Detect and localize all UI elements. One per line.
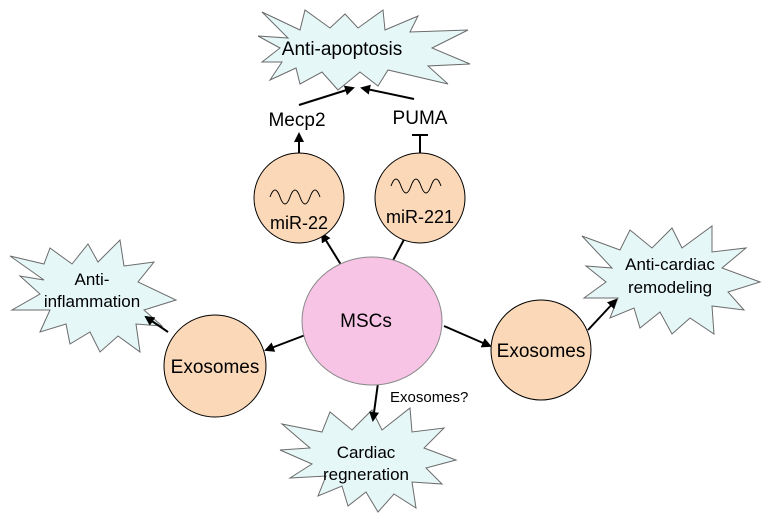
exosomes-right-node: [490, 299, 592, 401]
edge-msc-regeneration: [369, 382, 380, 422]
mir22-label: miR-22: [270, 213, 328, 233]
exosomes-left-node: [163, 314, 267, 418]
puma-label: PUMA: [393, 108, 448, 129]
anti-inflammation-label-line1: Anti-: [75, 270, 110, 289]
edge-msc-mir22: [320, 232, 344, 269]
mir221-label: miR-221: [386, 207, 454, 227]
exosomes-left-label: Exosomes: [171, 357, 260, 378]
anti-cardiac-remodeling-star: [581, 225, 762, 335]
cardiac-regeneration-label-line1: Cardiac: [337, 443, 396, 462]
mir22-node: [253, 152, 345, 244]
mscs-node: [301, 256, 443, 386]
cardiac-regeneration-label-line2: regneration: [323, 465, 409, 484]
edge-msc-exosomes-right: [443, 325, 492, 348]
anti-cardiac-label-line1: Anti-cardiac: [625, 255, 715, 274]
anti-cardiac-label-line2: remodeling: [628, 278, 712, 297]
anti-apoptosis-star: [257, 9, 471, 91]
anti-inflammation-star: [9, 238, 178, 354]
edge-msc-exosomes-left: [264, 333, 309, 352]
mscs-label: MSCs: [340, 311, 392, 332]
edge-puma-apoptosis: [360, 84, 415, 100]
edge-exosomes-remodeling: [587, 298, 618, 331]
mir221-node: [374, 152, 466, 244]
wavy-line-icon: [269, 189, 321, 205]
mecp2-label: Mecp2: [268, 110, 325, 131]
exosomes-right-label: Exosomes: [497, 341, 586, 362]
wavy-line-icon: [390, 178, 442, 194]
exosomes-question-label: Exosomes?: [390, 389, 468, 406]
edge-exosomes-inflammation: [144, 315, 169, 333]
anti-inflammation-label-line2: inflammation: [44, 292, 140, 311]
edge-mecp2-apoptosis: [298, 85, 355, 106]
anti-apoptosis-label: Anti-apoptosis: [282, 39, 402, 60]
